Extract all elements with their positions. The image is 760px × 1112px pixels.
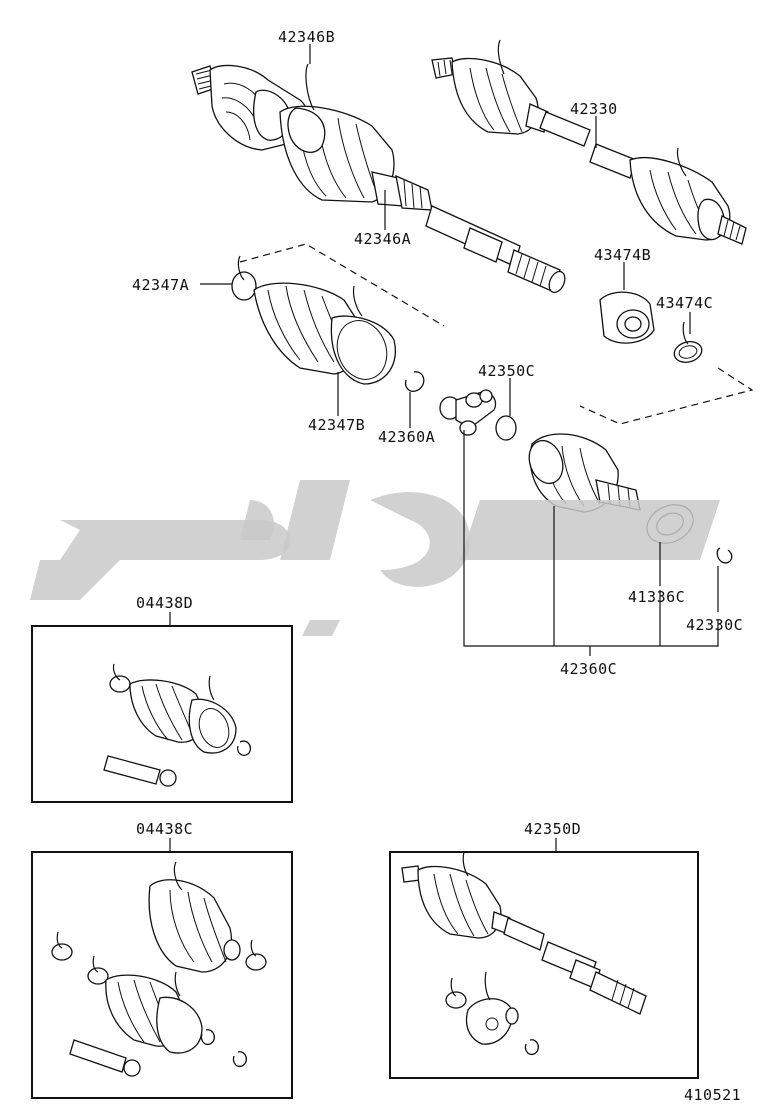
drive-shaft-assembly-right [431,39,747,245]
label-42330: 42330 [570,100,618,118]
label-43474B: 43474B [594,246,651,264]
watermark-logo [30,480,720,636]
drive-shaft-assembly-left [191,63,566,294]
bearing-43474B [599,291,655,344]
part-labels: 42346B 42330 42346A 43474B 42347A 43474C… [132,28,743,1104]
kit-42350D-parts [401,851,647,1056]
kit-04438C-parts [51,861,267,1077]
label-04438D: 04438D [136,594,193,612]
label-42360C: 42360C [560,660,617,678]
ring-42350C [495,415,517,441]
label-41336C: 41336C [628,588,685,606]
label-43474C: 43474C [656,294,713,312]
label-42350D: 42350D [524,820,581,838]
label-410521: 410521 [684,1086,741,1104]
kit-box-04438C [31,851,293,1099]
inner-joint-outline-right [579,367,754,425]
label-42346A: 42346A [354,230,411,248]
tripod-joint [439,389,497,436]
snap-ring-42360A [404,371,425,392]
label-42347B: 42347B [308,416,365,434]
label-42360A: 42360A [378,428,435,446]
kit-box-04438D [31,625,293,803]
leader-lines [169,44,719,852]
clamp-43474C [673,321,703,363]
label-42330C: 42330C [686,616,743,634]
boot-42347 [231,255,396,385]
label-42346B: 42346B [278,28,335,46]
kit-04438D-parts [103,663,252,787]
snap-ring-42330C [716,547,733,564]
kit-box-42350D [389,851,699,1079]
label-04438C: 04438C [136,820,193,838]
label-42350C: 42350C [478,362,535,380]
label-42347A: 42347A [132,276,189,294]
